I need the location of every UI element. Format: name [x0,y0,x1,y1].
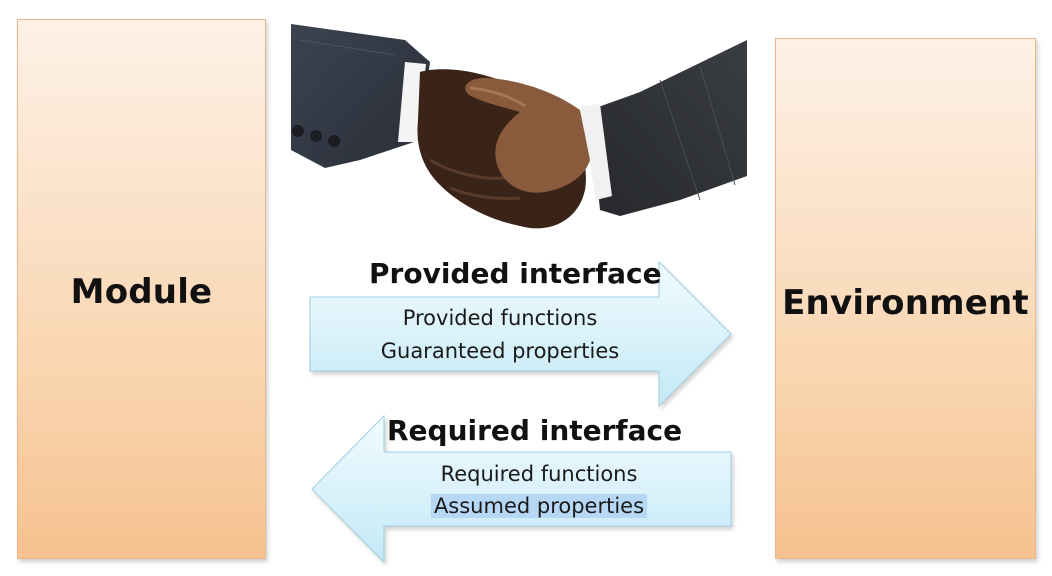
guaranteed-properties-label: Guaranteed properties [380,339,620,363]
handshake-image [291,24,747,229]
required-interface-arrow [311,414,732,564]
module-box: Module [17,19,266,559]
assumed-properties-highlight: Assumed properties [430,494,648,518]
provided-functions-label: Provided functions [402,306,598,330]
required-functions-label: Required functions [440,462,638,486]
provided-interface-arrow [309,260,732,408]
environment-box: Environment [775,38,1036,559]
module-label: Module [70,272,213,312]
assumed-properties-label: Assumed properties [400,494,678,518]
required-interface-title: Required interface [387,414,683,447]
provided-interface-title: Provided interface [369,257,662,290]
environment-label: Environment [782,283,1029,323]
